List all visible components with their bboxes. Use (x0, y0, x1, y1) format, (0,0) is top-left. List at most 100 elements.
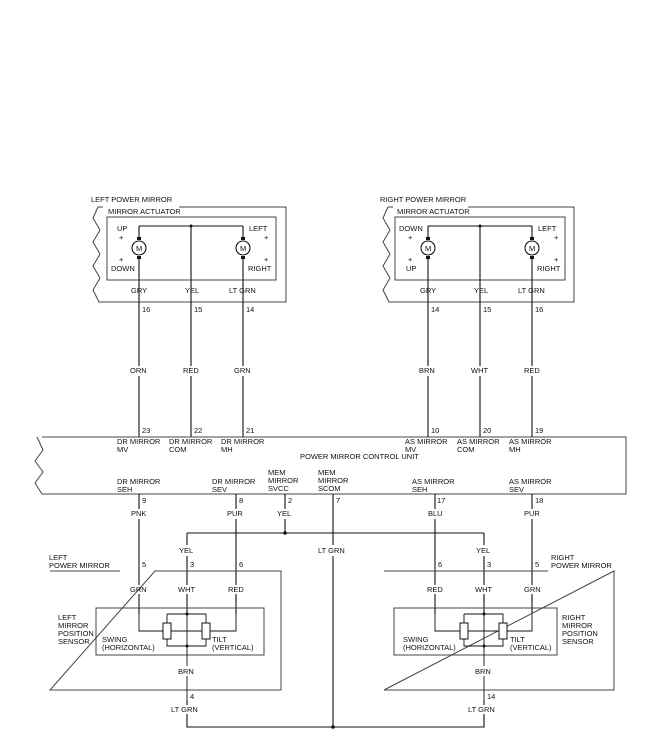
right-actuator-title: MIRROR ACTUATOR (397, 207, 470, 216)
right-wire-color-2: YEL (474, 286, 488, 295)
left-pin-1: 16 (142, 305, 150, 314)
right-sensor-yel: YEL (476, 546, 490, 555)
cu-top-label-6b: MH (509, 445, 521, 454)
left-down-label: DOWN (111, 264, 135, 273)
cu-bot-label-1b: SEH (117, 485, 132, 494)
right-tilt-resistor-icon (498, 622, 508, 640)
left-power-mirror: LEFT POWER MIRROR MIRROR ACTUATOR M M UP… (91, 195, 287, 318)
left-sensor-label-2: MIRROR (58, 621, 89, 630)
cu-bot-label-2b: SEV (212, 485, 227, 494)
left-sensor-title-2: POWER MIRROR (49, 561, 110, 570)
left-sensor-label-3: POSITION (58, 629, 94, 638)
right-harness-color-1: BRN (419, 366, 435, 375)
cu-top-label-3a: DR MIRROR (221, 437, 265, 446)
right-right-plus: + (554, 255, 559, 264)
right-updown-motor-icon: M (420, 237, 436, 259)
left-harness-color-2: RED (183, 366, 199, 375)
cu-bot-color-1: PNK (131, 509, 146, 518)
cu-top-label-1b: MV (117, 445, 128, 454)
left-leftright-motor-icon: M (235, 237, 251, 259)
cu-top-pin-6: 19 (535, 426, 543, 435)
cu-bot-label-3a: MEM (268, 468, 286, 477)
right-sensor-label-3: POSITION (562, 629, 598, 638)
left-swing-label-1: SWING (102, 635, 128, 644)
right-sensor-pin-3: 5 (535, 560, 539, 569)
cu-top-label-5b: COM (457, 445, 475, 454)
right-position-sensor-assembly: RIGHT POWER MIRROR YEL 6 3 5 RED WHT GRN… (383, 546, 615, 714)
cu-bot-pin-3: 2 (288, 496, 292, 505)
left-sensor-label-4: SENSOR (58, 637, 90, 646)
cu-top-label-5a: AS MIRROR (457, 437, 500, 446)
cu-top-pin-1: 23 (142, 426, 150, 435)
cu-bot-pin-2: 8 (239, 496, 243, 505)
left-swing-label-2: (HORIZONTAL) (102, 643, 155, 652)
control-unit-box (34, 436, 627, 495)
right-power-mirror: RIGHT POWER MIRROR MIRROR ACTUATOR M M D… (380, 195, 575, 318)
left-sensor-housing (48, 570, 282, 691)
cu-bot-label-4b: MIRROR (318, 476, 349, 485)
left-sensor-label-1: LEFT (58, 613, 77, 622)
cu-bot-color-2: PUR (227, 509, 243, 518)
control-unit-title: POWER MIRROR CONTROL UNIT (300, 452, 419, 461)
right-mirror-title: RIGHT POWER MIRROR (380, 195, 467, 204)
right-up-plus: + (408, 255, 413, 264)
left-sensor-ground-pin: 4 (190, 692, 194, 701)
right-down-plus: + (408, 233, 413, 242)
scom-junction-dot (331, 725, 335, 729)
right-up-label: UP (406, 264, 416, 273)
left-sensor-box (95, 607, 265, 656)
left-sensor-pin-2: 3 (190, 560, 194, 569)
right-leftright-motor-icon: M (524, 237, 540, 259)
cu-top-label-1a: DR MIRROR (117, 437, 161, 446)
left-swing-resistor-icon (162, 622, 172, 640)
cu-bot-pin-1: 9 (142, 496, 146, 505)
right-sensor-ground-color: LT GRN (468, 705, 495, 714)
cu-bot-label-5a: AS MIRROR (412, 477, 455, 486)
right-tilt-label-1: TILT (510, 635, 525, 644)
right-pin-1: 14 (431, 305, 439, 314)
cu-bot-label-6b: SEV (509, 485, 524, 494)
cu-bot-label-5b: SEH (412, 485, 427, 494)
left-wire-color-2: YEL (185, 286, 199, 295)
left-mirror-housing (92, 206, 287, 303)
cu-top-pin-4: 10 (431, 426, 439, 435)
right-swing-label-1: SWING (403, 635, 429, 644)
lower-harness: PNK PUR YEL LT GRN BLU PUR (131, 494, 540, 729)
left-actuator-wires (138, 225, 244, 318)
right-swing-resistor-icon (459, 622, 469, 640)
cu-bot-color-4: LT GRN (318, 546, 345, 555)
cu-top-label-4a: AS MIRROR (405, 437, 448, 446)
right-tilt-label-2: (VERTICAL) (510, 643, 552, 652)
left-pin-3: 14 (246, 305, 254, 314)
left-pin-2: 15 (194, 305, 202, 314)
left-down-plus: + (119, 255, 124, 264)
left-up-label: UP (117, 224, 127, 233)
cu-top-pin-3: 21 (246, 426, 254, 435)
left-tilt-label-1: TILT (212, 635, 227, 644)
right-junction-dot (478, 224, 482, 228)
right-pin-3: 16 (535, 305, 543, 314)
right-sensor-pin-2: 3 (487, 560, 491, 569)
cu-bot-color-6: PUR (524, 509, 540, 518)
right-sensor-wire-3: GRN (524, 585, 541, 594)
right-sensor-ground-wire: BRN (475, 667, 491, 676)
cu-bot-label-6a: AS MIRROR (509, 477, 552, 486)
right-down-label: DOWN (399, 224, 423, 233)
right-harness-color-3: RED (524, 366, 540, 375)
left-junction-dot (189, 224, 193, 228)
right-wire-color-1: GRY (420, 286, 436, 295)
right-sensor-ground-pin: 14 (487, 692, 495, 701)
left-updown-motor-icon: M (131, 237, 147, 259)
svcc-junction-dot (283, 531, 287, 535)
cu-top-label-2a: DR MIRROR (169, 437, 213, 446)
left-tilt-label-2: (VERTICAL) (212, 643, 254, 652)
left-sensor-wire-3: RED (228, 585, 244, 594)
left-wire-color-3: LT GRN (229, 286, 256, 295)
cu-bot-pin-6: 18 (535, 496, 543, 505)
left-sensor-title-1: LEFT (49, 553, 68, 562)
cu-top-label-2b: COM (169, 445, 187, 454)
right-sensor-label-2: MIRROR (562, 621, 593, 630)
right-sensor-label-4: SENSOR (562, 637, 594, 646)
right-left-plus: + (554, 233, 559, 242)
